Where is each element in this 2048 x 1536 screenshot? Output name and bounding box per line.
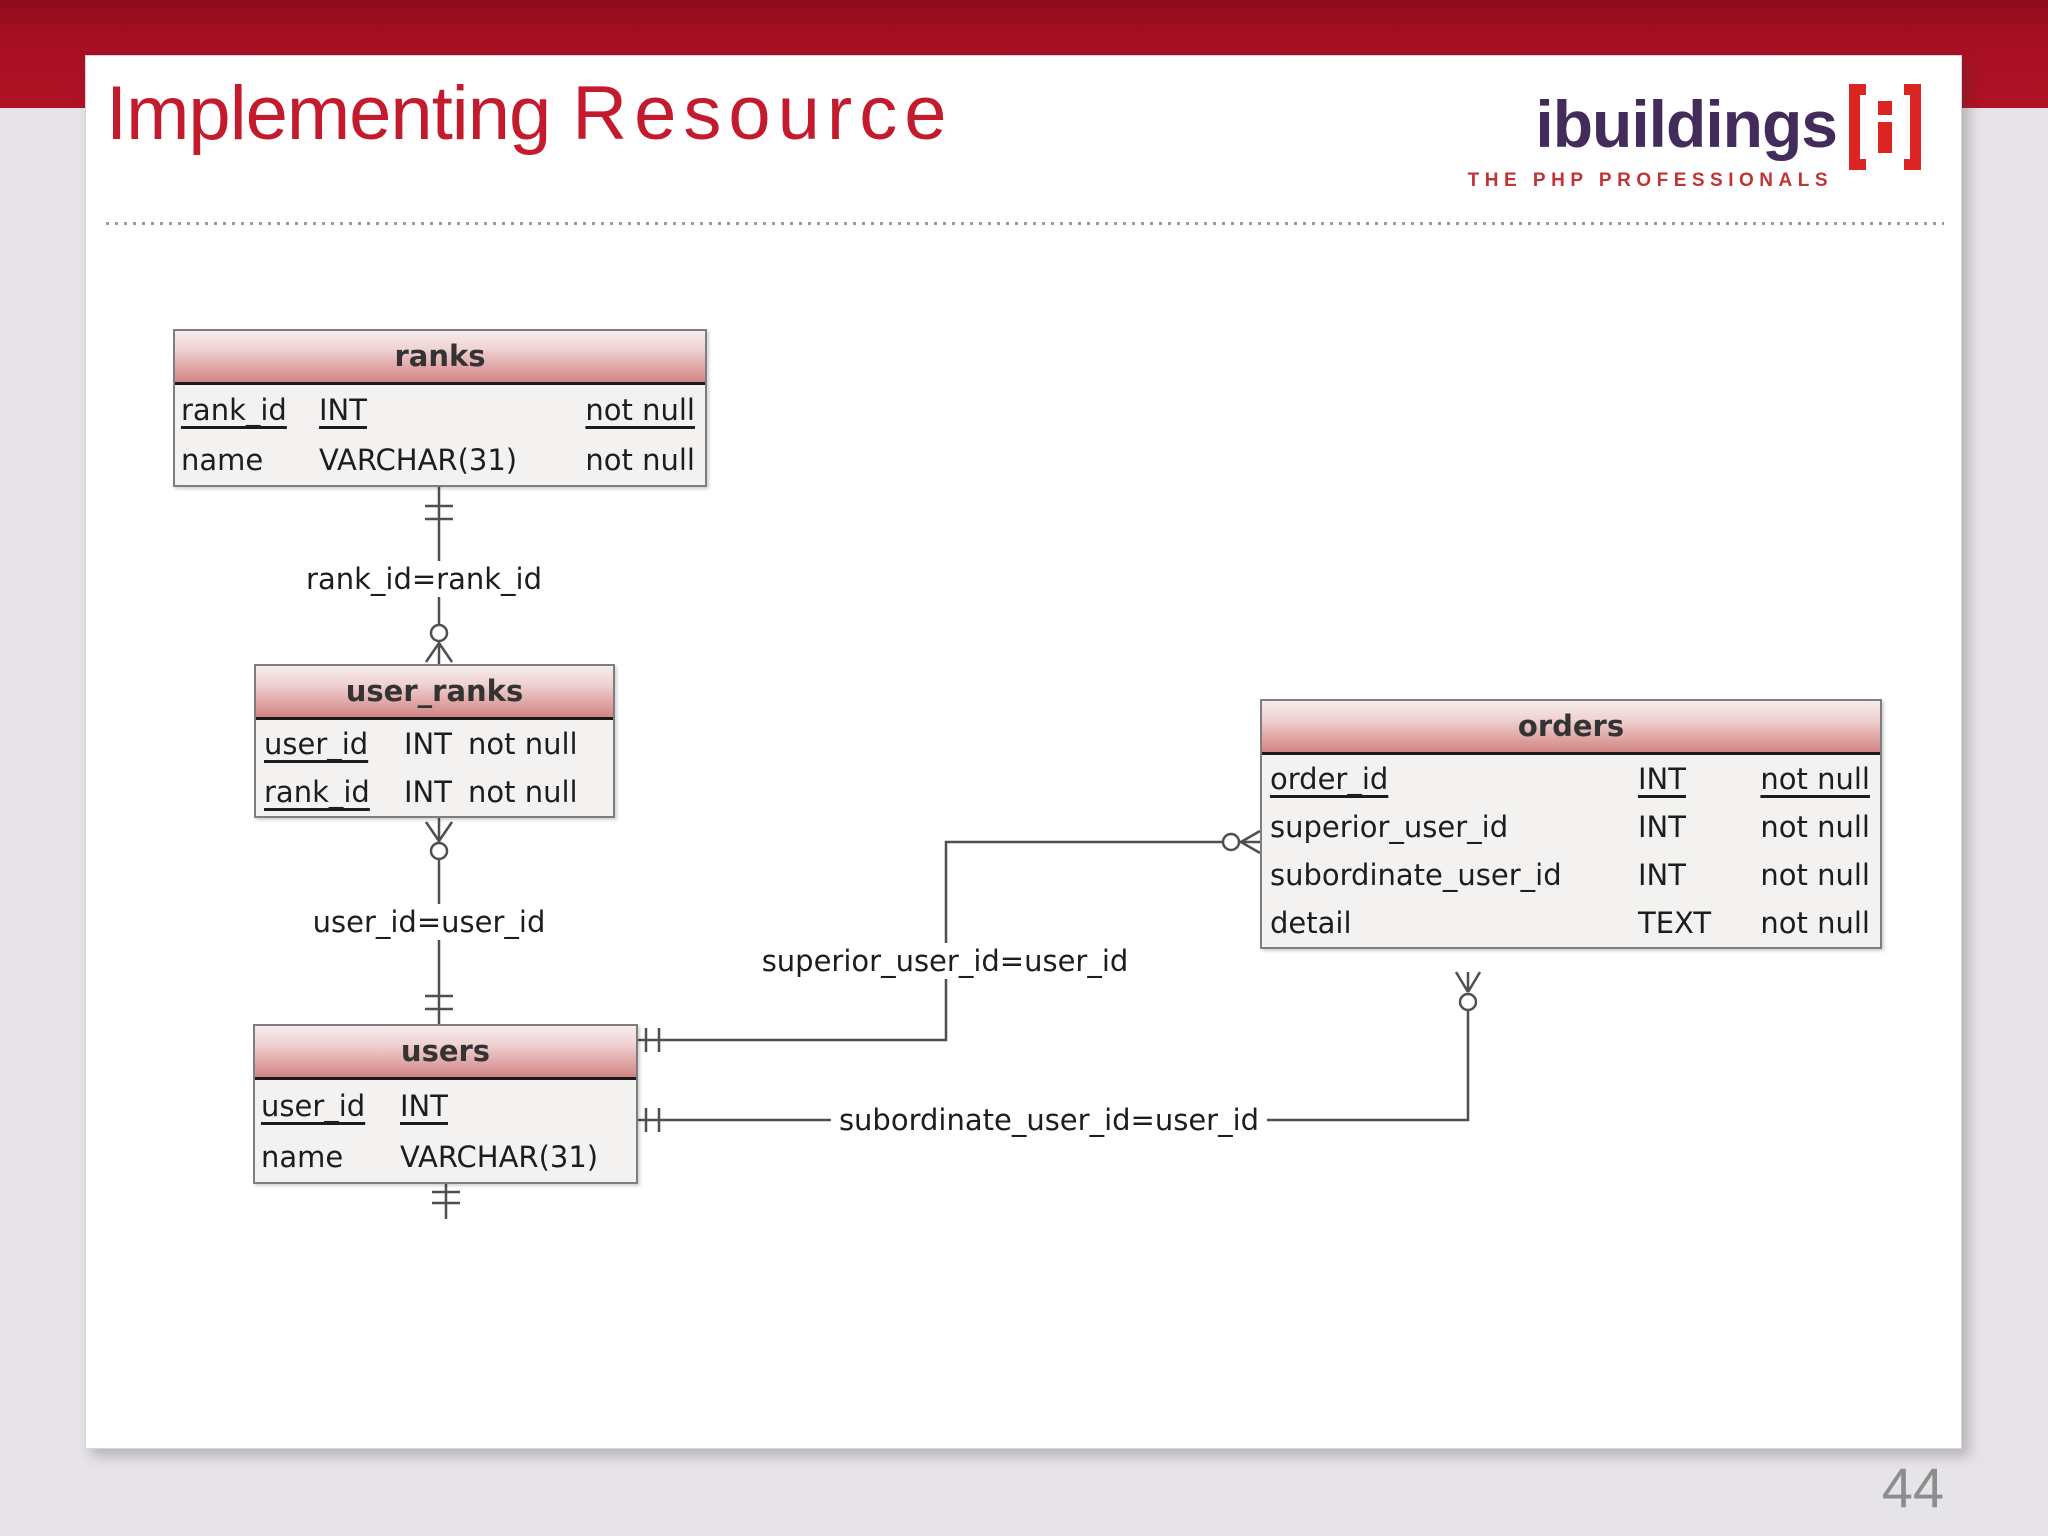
er-table-orders: orders order_id INT not null superior_us… (1260, 699, 1882, 949)
column-type: VARCHAR(31) (319, 443, 518, 477)
column-type: INT (400, 1088, 448, 1123)
zero-circle (1221, 832, 1241, 852)
relation-label: subordinate_user_id=user_id (830, 1102, 1268, 1138)
relation-label: superior_user_id=user_id (753, 943, 1137, 979)
column-null: not null (468, 727, 578, 761)
i-dot-icon (1878, 101, 1892, 115)
column-null: not null (585, 393, 695, 427)
ibuildings-logo: ibuildings THE PHP PROFESSIONALS (1468, 84, 1929, 224)
crowfoot-arm (1466, 971, 1482, 993)
column-type: INT (319, 393, 367, 427)
column-type: INT (1638, 762, 1686, 796)
crowfoot-arm (437, 642, 454, 663)
table-row: rank_id INT not null (175, 385, 705, 435)
crowfoot-arm (1454, 971, 1470, 993)
crowfoot-arm (424, 642, 441, 663)
logo-tagline: THE PHP PROFESSIONALS (1467, 170, 1833, 191)
relation-label: user_id=user_id (304, 904, 554, 940)
column-type: TEXT (1638, 906, 1712, 940)
title-word-1: Implementing (106, 71, 551, 156)
column-type: INT (404, 727, 452, 761)
logo-brand-text: ibuildings (1535, 87, 1838, 161)
title-word-2: Resource (572, 71, 954, 156)
column-null: not null (1760, 762, 1870, 796)
table-row: user_id INT (255, 1080, 636, 1131)
table-title: ranks (175, 331, 705, 385)
zero-circle (429, 623, 449, 643)
column-null: not null (1760, 810, 1870, 844)
table-row: name VARCHAR(31) not null (175, 435, 705, 485)
er-table-users: users user_id INT name VARCHAR(31) (253, 1024, 638, 1184)
column-name: detail (1270, 906, 1352, 940)
er-table-user-ranks: user_ranks user_id INT not null rank_id … (254, 664, 615, 818)
column-type: INT (404, 775, 452, 809)
column-null: not null (468, 775, 578, 809)
crowfoot-arm (1240, 829, 1261, 844)
table-row: superior_user_id INT not null (1262, 803, 1880, 851)
table-row: order_id INT not null (1262, 755, 1880, 803)
relation-line-superior (634, 840, 1260, 1042)
column-null: not null (1760, 858, 1870, 892)
column-name: user_id (264, 727, 369, 761)
column-type: INT (1638, 810, 1686, 844)
er-table-ranks: ranks rank_id INT not null name VARCHAR(… (173, 329, 707, 487)
zero-circle (429, 841, 449, 861)
column-null: not null (1760, 906, 1870, 940)
crowfoot-arm (424, 821, 441, 842)
column-name: rank_id (181, 393, 287, 427)
column-name: subordinate_user_id (1270, 858, 1562, 892)
column-type: INT (1638, 858, 1686, 892)
relation-label: rank_id=rank_id (298, 561, 550, 597)
column-type: VARCHAR(31) (400, 1139, 599, 1174)
left-bracket-icon (1849, 84, 1866, 170)
crowfoot-arm (1240, 840, 1261, 855)
table-title: orders (1262, 701, 1880, 755)
column-name: name (181, 443, 264, 477)
table-row: subordinate_user_id INT not null (1262, 851, 1880, 899)
table-title: user_ranks (256, 666, 613, 720)
right-bracket-icon (1904, 84, 1921, 170)
table-row: rank_id INT not null (256, 768, 613, 816)
column-name: order_id (1270, 762, 1389, 796)
column-name: superior_user_id (1270, 810, 1509, 844)
table-row: detail TEXT not null (1262, 899, 1880, 947)
ibuildings-bracket-icon (1849, 84, 1921, 170)
page-number: 44 (1881, 1456, 1944, 1519)
column-name: rank_id (264, 775, 370, 809)
table-row: name VARCHAR(31) (255, 1131, 636, 1182)
crowfoot-arm (437, 821, 454, 842)
i-stem-icon (1878, 122, 1892, 153)
column-null: not null (585, 443, 695, 477)
column-name: user_id (261, 1088, 366, 1123)
title-divider (106, 222, 1944, 225)
zero-circle (1458, 992, 1478, 1012)
table-title: users (255, 1026, 636, 1080)
column-name: name (261, 1139, 344, 1174)
table-row: user_id INT not null (256, 720, 613, 768)
